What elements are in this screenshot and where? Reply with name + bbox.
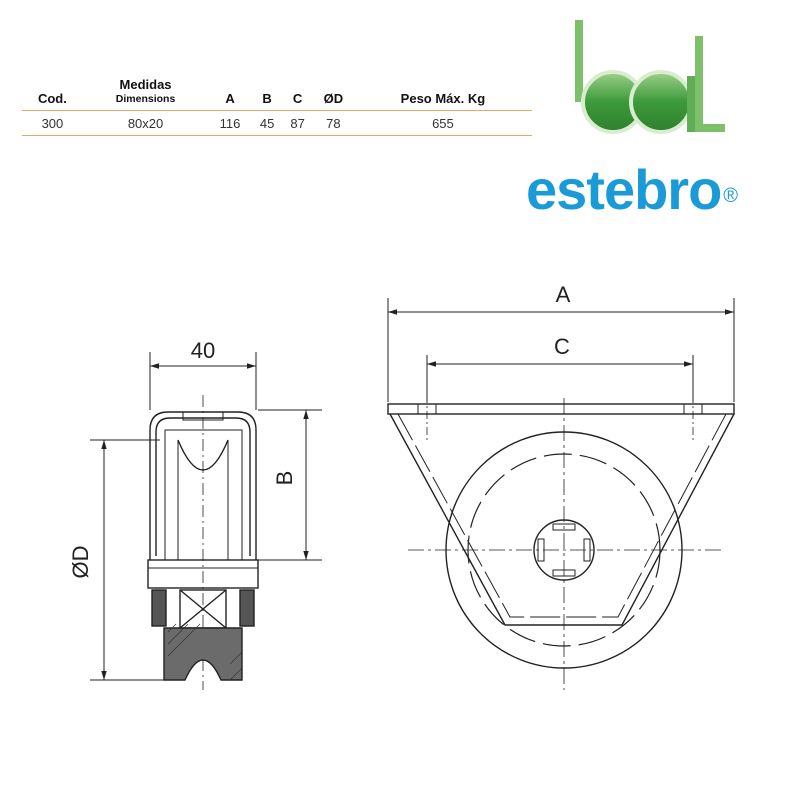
dim-b-label: B	[272, 471, 297, 486]
dim-diameter-label: ØD	[68, 546, 93, 579]
side-view	[147, 395, 259, 690]
dim-width-label: 40	[191, 338, 215, 363]
header-b: B	[262, 91, 272, 106]
header-diameter: ØD	[323, 91, 344, 106]
header-peso: Peso Máx. Kg	[400, 91, 486, 106]
registered-mark: ®	[723, 185, 738, 207]
dim-c-label: C	[554, 334, 570, 359]
cell-peso: 655	[432, 116, 454, 131]
dim-a-label: A	[556, 282, 571, 307]
brand-name: estebro®	[526, 158, 738, 221]
cell-medidas: 80x20	[127, 116, 164, 131]
table-row: 300 80x20 116 45 87 78 655	[22, 111, 532, 136]
cell-a: 116	[219, 116, 241, 131]
header-c: C	[292, 91, 303, 106]
header-cod: Cod.	[37, 91, 67, 106]
bal-logo	[575, 20, 725, 134]
side-view-dimensions	[90, 352, 322, 681]
cell-b: 45	[259, 116, 275, 131]
cell-cod: 300	[41, 116, 64, 131]
front-view	[387, 395, 735, 690]
cell-c: 87	[290, 116, 305, 131]
header-a: A	[225, 91, 235, 106]
front-view-dimensions	[387, 298, 735, 402]
cell-diameter: 78	[326, 116, 341, 131]
